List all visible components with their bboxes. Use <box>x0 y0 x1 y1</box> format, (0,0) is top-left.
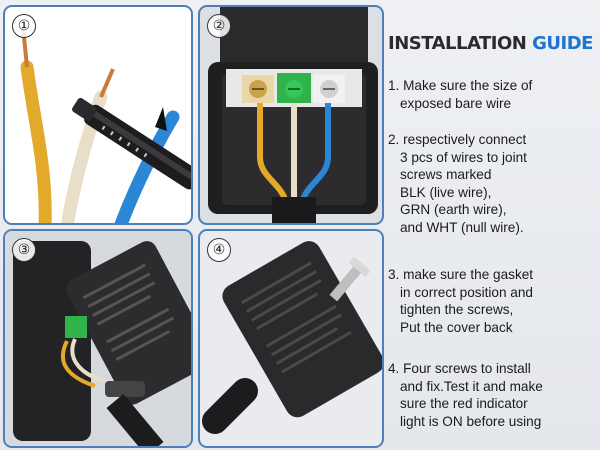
title-part-1: INSTALLATION <box>388 33 527 54</box>
terminal-wiring-illustration <box>208 7 378 223</box>
step-line: screws marked <box>400 167 492 182</box>
step-3-image-panel: ③ <box>3 229 193 448</box>
step-4-text: 4. Four screws to install and fix.Test i… <box>388 360 596 430</box>
step-line: exposed bare wire <box>400 95 512 111</box>
step-number-badge: ④ <box>207 238 231 262</box>
step-line: sure the red indicator <box>400 396 528 411</box>
step-line: 1. Make sure the size of <box>388 78 533 93</box>
step-line: 3. make sure the gasket <box>388 267 534 282</box>
step-line: in correct position and <box>400 284 533 300</box>
step-line: and WHT (null wire). <box>400 219 524 235</box>
title-part-2: GUIDE <box>532 33 593 54</box>
gasket-cover-illustration <box>5 231 191 446</box>
step-1-text: 1. Make sure the size of exposed bare wi… <box>388 77 596 112</box>
step-number-badge: ① <box>12 14 36 38</box>
step-line: 2. respectively connect <box>388 132 527 147</box>
step-number-badge: ③ <box>12 238 36 262</box>
step-2-image-panel: ② <box>198 5 384 225</box>
step-line: BLK (live wire), <box>400 184 492 200</box>
step-line: 3 pcs of wires to joint <box>400 149 527 165</box>
step-number-badge: ② <box>207 14 231 38</box>
step-4-image-panel: ④ <box>198 229 384 448</box>
step-1-image-panel: ① <box>3 5 193 225</box>
step-2-text: 2. respectively connect 3 pcs of wires t… <box>388 131 596 236</box>
wire-stripping-illustration <box>20 26 191 223</box>
assembled-unit-illustration <box>202 241 382 434</box>
step-line: and fix.Test it and make <box>400 378 543 394</box>
step-line: GRN (earth wire), <box>400 202 507 217</box>
installation-guide-title: INSTALLATION GUIDE <box>388 33 598 54</box>
step-line: Put the cover back <box>400 319 513 335</box>
step-line: 4. Four screws to install <box>388 361 531 376</box>
step-3-text: 3. make sure the gasket in correct posit… <box>388 266 596 336</box>
step-line: light is ON before using <box>400 413 542 429</box>
step-line: tighten the screws, <box>400 302 514 317</box>
